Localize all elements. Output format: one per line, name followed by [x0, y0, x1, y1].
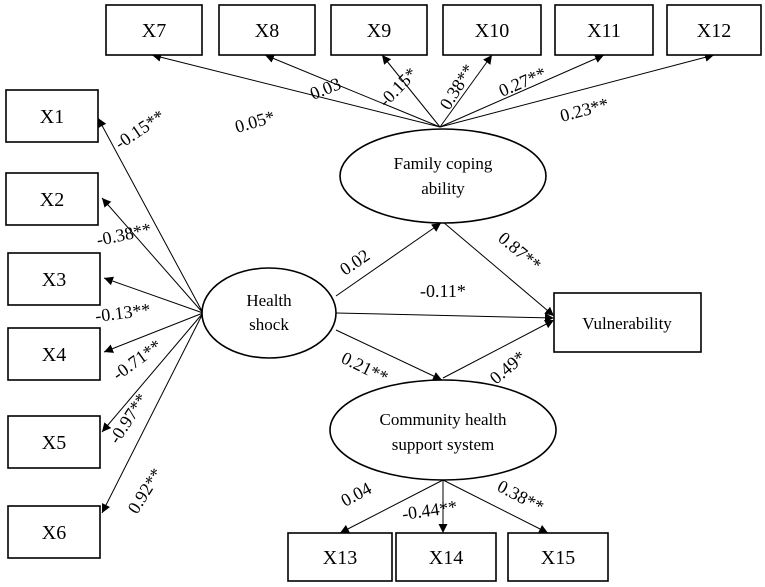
coef-family-x8: 0.03 [307, 73, 344, 103]
coef-health-x3: -0.13** [94, 299, 152, 326]
coef-health-x4: -0.71** [109, 335, 166, 384]
coef-health-x6: 0.92** [123, 465, 166, 518]
indicator-x13: X13 [287, 532, 393, 582]
coef-health-x1: -0.15** [111, 106, 168, 154]
coef-community-x14: -0.44** [401, 496, 459, 524]
edge-family-x8 [264, 54, 441, 128]
vulnerability-label: Vulnerability [582, 314, 672, 333]
indicator-x5: X5 [7, 415, 101, 469]
edge-health-community [335, 329, 443, 381]
indicator-x11: X11 [554, 4, 654, 56]
edge-health-x2 [101, 197, 204, 314]
coef-family-x11: 0.27** [496, 63, 549, 101]
coef-health-vulnerability: -0.11* [420, 281, 466, 301]
latent-health-shock: Health shock [201, 267, 337, 359]
edge-health-x3 [103, 276, 204, 314]
coef-community-vulnerability: 0.49* [486, 347, 530, 388]
edge-family-x11 [439, 54, 605, 128]
indicator-x1-label: X1 [40, 106, 64, 128]
community-support-label-line1: Community health [379, 410, 507, 429]
edge-family-x9 [381, 54, 441, 128]
coef-family-x9: -0.15* [374, 63, 421, 110]
indicator-x10: X10 [442, 4, 542, 56]
edge-health-x6 [101, 312, 204, 514]
indicator-x3-label: X3 [42, 269, 66, 291]
indicator-x12-label: X12 [697, 20, 731, 42]
indicator-x3: X3 [7, 252, 101, 306]
indicator-x7: X7 [105, 4, 203, 56]
outcome-vulnerability: Vulnerability [553, 292, 702, 353]
coef-family-x7: 0.05* [233, 106, 277, 136]
coef-health-x5: -0.97** [105, 390, 152, 447]
coef-family-x12: 0.23** [558, 94, 611, 126]
edge-community-x13 [339, 479, 444, 534]
indicator-x6-label: X6 [42, 522, 66, 544]
indicator-x2-label: X2 [40, 189, 64, 211]
indicator-x9: X9 [330, 4, 428, 56]
indicator-x2: X2 [5, 172, 99, 226]
health-shock-label-line2: shock [249, 315, 289, 334]
family-coping-label-line1: Family coping [394, 154, 493, 173]
edge-family-vulnerability [442, 221, 555, 317]
latent-community-support: Community health support system [329, 379, 557, 481]
edge-community-x15 [442, 479, 549, 534]
latent-family-coping: Family coping ability [339, 128, 547, 224]
indicator-x5-label: X5 [42, 432, 66, 454]
community-support-label-line2: support system [392, 435, 494, 454]
coef-community-x15: 0.38** [494, 476, 547, 517]
indicator-x13-label: X13 [323, 547, 357, 569]
health-shock-label-line1: Health [246, 291, 292, 310]
coef-health-x2: -0.38** [95, 219, 153, 250]
indicator-x9-label: X9 [367, 20, 391, 42]
indicator-x4-label: X4 [42, 344, 66, 366]
indicator-x4: X4 [7, 327, 101, 381]
edge-community-vulnerability [442, 319, 555, 379]
indicator-x14: X14 [395, 532, 497, 582]
family-coping-label-line2: ability [421, 179, 465, 198]
edge-health-family [335, 222, 442, 297]
indicator-x12: X12 [666, 4, 762, 56]
indicator-x1: X1 [5, 89, 99, 143]
edge-health-x5 [101, 312, 204, 433]
indicator-x15: X15 [507, 532, 609, 582]
indicator-x8: X8 [218, 4, 316, 56]
indicator-x10-label: X10 [475, 20, 509, 42]
edge-family-x7 [151, 52, 441, 128]
edge-family-x12 [439, 52, 715, 128]
coef-family-x10: 0.38** [435, 61, 478, 114]
indicator-x14-label: X14 [429, 547, 463, 569]
indicator-x7-label: X7 [142, 20, 166, 42]
coef-health-community: 0.21** [338, 348, 391, 388]
indicator-x8-label: X8 [255, 20, 279, 42]
indicator-x6: X6 [7, 505, 101, 559]
indicator-x11-label: X11 [587, 20, 621, 42]
indicator-x15-label: X15 [541, 547, 575, 569]
edge-health-x1 [97, 117, 204, 314]
edge-health-vulnerability [335, 312, 555, 323]
edge-family-x10 [439, 54, 493, 128]
coef-family-vulnerability: 0.87** [494, 228, 545, 275]
edge-health-x4 [103, 312, 204, 353]
coef-community-x13: 0.04 [337, 478, 374, 510]
